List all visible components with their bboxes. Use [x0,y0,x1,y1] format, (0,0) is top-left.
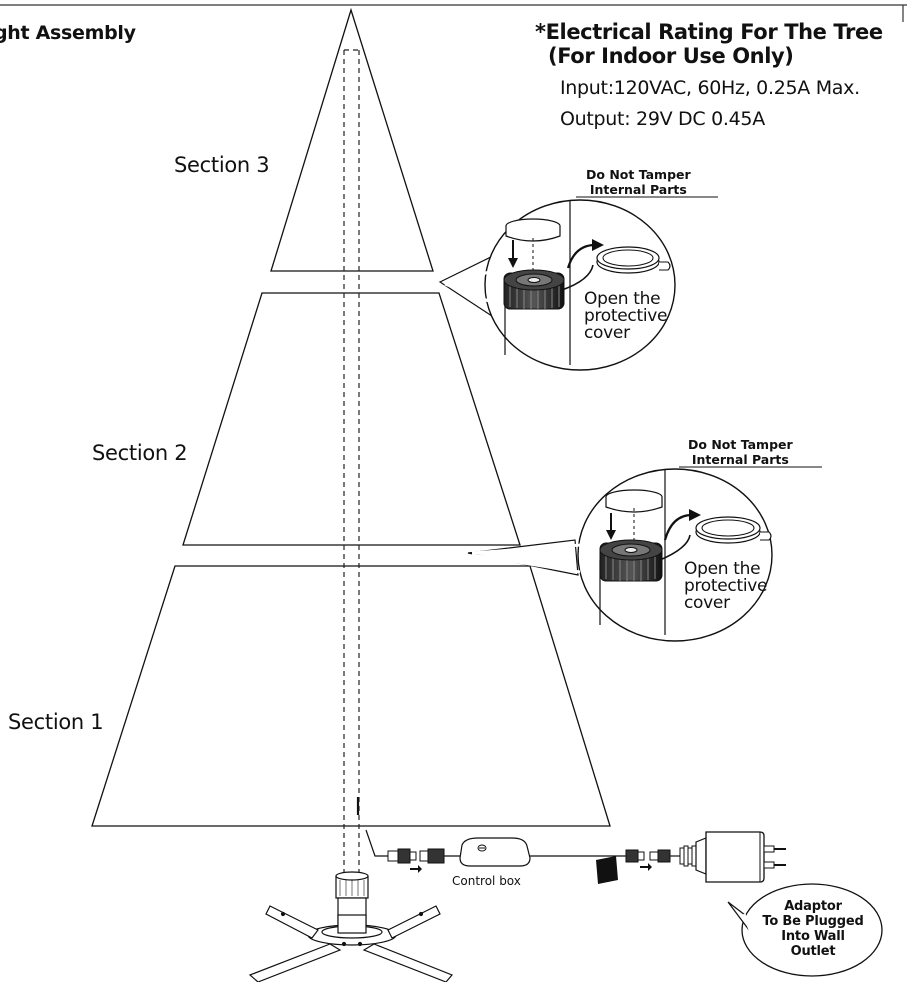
section-2-tier [182,292,521,546]
adaptor-line2: To Be Plugged [762,914,864,929]
section-1-label: Section 1 [8,710,104,734]
cover-top-line3: cover [584,323,630,343]
page-title: ght Assembly [0,22,136,44]
warning-mid: Do Not Tamper Internal Parts [688,437,793,467]
rating-heading: *Electrical Rating For The Tree [535,20,883,44]
callout-top [438,196,718,371]
rating-input: Input:120VAC, 60Hz, 0.25A Max. [560,77,860,99]
warning-mid-line2: Internal Parts [691,452,789,467]
wiring [356,797,680,884]
cover-top-line1: Open the [584,289,661,309]
adaptor-line1: Adaptor [784,899,842,914]
warning-top-line2: Internal Parts [589,182,687,197]
rating-subheading: (For Indoor Use Only) [548,44,794,68]
tree-stand [248,871,454,982]
adaptor-line3: Into Wall [781,929,845,944]
cover-note-mid: Open the protective cover [684,561,767,612]
section-1-tier [91,565,611,827]
warning-top-line1: Do Not Tamper [586,167,691,182]
cover-mid-line1: Open the [684,559,761,579]
section-3-cone [270,7,434,272]
section-2-label: Section 2 [92,441,188,465]
adaptor-line4: Outlet [790,944,836,959]
cover-mid-line3: cover [684,593,730,613]
warning-top: Do Not Tamper Internal Parts [586,167,691,197]
rating-output: Output: 29V DC 0.45A [560,108,765,130]
section-3-label: Section 3 [174,153,270,177]
cover-note-top: Open the protective cover [584,291,667,342]
adaptor-note: Adaptor To Be Plugged Into Wall Outlet [748,899,878,959]
cover-top-line2: protective [584,306,668,326]
power-adaptor [679,831,786,883]
callout-mid [467,466,822,642]
control-box-label: Control box [452,874,521,888]
adaptor-bubble [727,883,883,977]
center-pole-dashed [343,49,360,890]
cover-mid-line2: protective [684,576,768,596]
warning-mid-line1: Do Not Tamper [688,437,793,452]
